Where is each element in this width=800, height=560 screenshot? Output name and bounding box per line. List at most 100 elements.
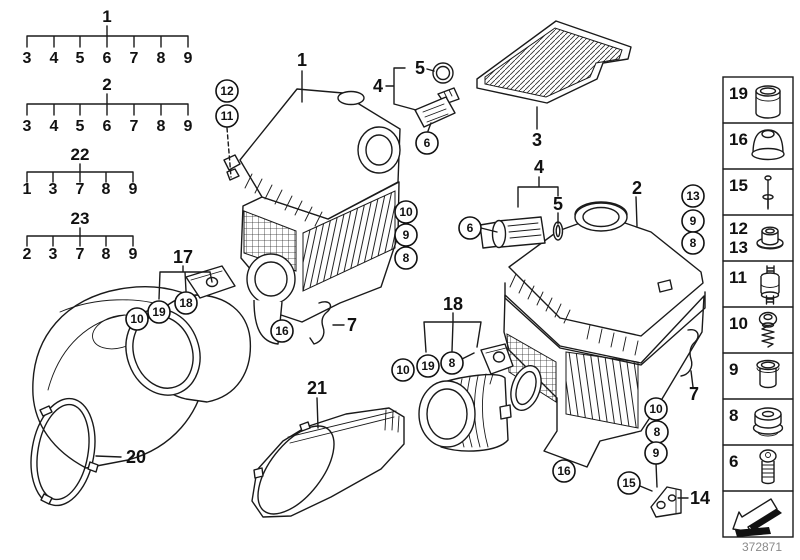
svg-text:8: 8 [449,356,456,370]
tree-child-number[interactable]: 9 [184,50,193,67]
filter-element-drawing [476,20,632,104]
legend-row-9[interactable]: 9 [729,359,780,389]
legend-row-15[interactable]: 15 [729,175,774,210]
tree-child-number[interactable]: 9 [129,181,138,198]
tree-child-number[interactable]: 8 [157,50,166,67]
legend-number[interactable]: 10 [729,314,748,333]
tree-child-number[interactable]: 6 [103,118,112,135]
callout-9-right[interactable]: 9 [681,209,705,233]
tree-child-number[interactable]: 1 [23,181,32,198]
callout-16-right[interactable]: 16 [552,459,576,483]
callout-8-left[interactable]: 8 [394,246,418,270]
callout-8-right[interactable]: 8 [681,231,705,255]
legend-row-8[interactable]: 8 [729,406,784,437]
svg-text:6: 6 [467,221,474,235]
tree-child-number[interactable]: 7 [76,246,85,263]
tree-child-number[interactable]: 7 [130,118,139,135]
part-label-17[interactable]: 17 [173,247,193,267]
part-label-21[interactable]: 21 [307,378,327,398]
tree-child-number[interactable]: 7 [130,50,139,67]
callout-18-elbow[interactable]: 18 [174,291,198,315]
legend-row-12-13[interactable]: 12 13 [729,219,784,257]
legend-row-6[interactable]: 6 [729,449,777,485]
callout-9-left[interactable]: 9 [394,223,418,247]
callout-10-left[interactable]: 10 [394,200,418,224]
tree-child-number[interactable]: 4 [50,118,59,135]
legend-number-secondary[interactable]: 13 [729,238,748,257]
tapping-screw-icon [758,311,778,348]
tree-child-number[interactable]: 9 [129,246,138,263]
part-label-4-top[interactable]: 4 [373,76,383,96]
part-label-20[interactable]: 20 [126,447,146,467]
callout-10-boot[interactable]: 10 [391,358,415,382]
tree-child-number[interactable]: 3 [49,246,58,263]
legend-number[interactable]: 9 [729,360,738,379]
callout-6-right[interactable]: 6 [458,216,482,240]
svg-text:19: 19 [152,305,166,319]
svg-text:11: 11 [221,109,234,123]
legend-number[interactable]: 11 [729,268,747,287]
tree-child-number[interactable]: 5 [76,118,85,135]
part-label-7-left[interactable]: 7 [347,315,357,335]
legend-row-11[interactable]: 11 [729,265,780,305]
legend-row-16[interactable]: 16 [729,129,785,161]
tree-child-number[interactable]: 3 [23,118,32,135]
legend-number[interactable]: 6 [729,452,738,471]
svg-text:9: 9 [653,446,660,460]
legend-row-arrow[interactable] [732,498,782,537]
maf-sensor-top-drawing [414,87,460,128]
legend-column: 19 16 15 12 [722,76,794,538]
callout-9-bottom[interactable]: 9 [644,441,668,465]
part-label-7-right[interactable]: 7 [689,384,699,404]
part-label-1[interactable]: 1 [297,50,307,70]
part-label-3[interactable]: 3 [532,130,542,150]
intake-elbow-drawing [125,265,252,403]
tree-child-number[interactable]: 6 [103,50,112,67]
callout-13-right[interactable]: 13 [681,184,705,208]
tree-child-number[interactable]: 4 [50,50,59,67]
tree-child-number[interactable]: 2 [23,246,32,263]
tree-parent-number[interactable]: 1 [102,7,111,26]
legend-row-10[interactable]: 10 [729,311,778,348]
tree-child-number[interactable]: 8 [102,181,111,198]
tree-child-number[interactable]: 8 [157,118,166,135]
tree-child-number[interactable]: 9 [184,118,193,135]
callout-10-elbow[interactable]: 10 [125,307,149,331]
tree-child-number[interactable]: 3 [49,181,58,198]
legend-number[interactable]: 12 [729,219,748,238]
callout-10-bottom[interactable]: 10 [644,397,668,421]
leader-lines [95,67,694,499]
callout-12[interactable]: 12 [215,79,239,103]
part-label-5-top[interactable]: 5 [415,58,425,78]
callout-8-boot[interactable]: 8 [440,351,464,375]
tree-child-number[interactable]: 3 [23,50,32,67]
legend-number[interactable]: 8 [729,406,738,425]
tree-child-number[interactable]: 8 [102,246,111,263]
part-label-2[interactable]: 2 [632,178,642,198]
tree-parent-number[interactable]: 22 [71,145,90,164]
callout-8-bottom[interactable]: 8 [645,420,669,444]
callout-11[interactable]: 11 [215,104,239,128]
torx-bolt-icon [759,449,777,485]
tree-child-number[interactable]: 7 [76,181,85,198]
svg-text:9: 9 [403,228,410,242]
part-label-5-right[interactable]: 5 [553,194,563,214]
callout-16-left[interactable]: 16 [270,319,294,343]
tree-parent-number[interactable]: 2 [102,75,111,94]
tree-child-number[interactable]: 5 [76,50,85,67]
callout-6-top[interactable]: 6 [415,131,439,155]
callout-19-boot[interactable]: 19 [416,354,440,378]
legend-row-19[interactable]: 19 [729,84,781,119]
callout-15-bottom[interactable]: 15 [617,471,641,495]
tree-parent-number[interactable]: 23 [71,209,90,228]
part-label-4-right[interactable]: 4 [534,157,544,177]
svg-text:10: 10 [130,312,144,326]
part-tree-23: 23 2 3 7 8 9 [23,209,138,263]
callout-19-elbow[interactable]: 19 [147,300,171,324]
legend-number[interactable]: 15 [729,176,748,195]
legend-number[interactable]: 16 [729,130,748,149]
legend-number[interactable]: 19 [729,84,748,103]
part-label-18[interactable]: 18 [443,294,463,314]
part-label-14[interactable]: 14 [690,488,710,508]
svg-text:13: 13 [686,189,700,203]
